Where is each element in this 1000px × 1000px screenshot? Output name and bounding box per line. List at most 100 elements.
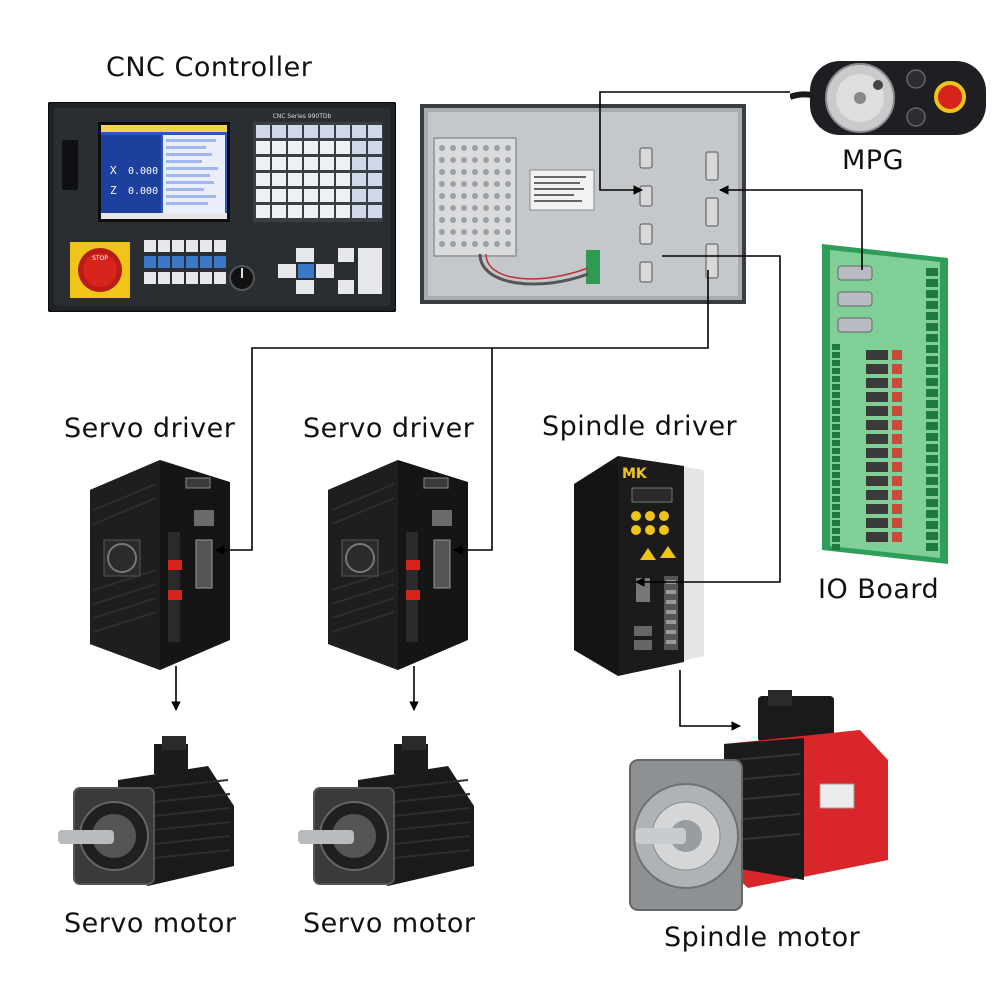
psu-vent (450, 145, 456, 151)
terminal (926, 499, 938, 507)
terminal (926, 488, 938, 496)
terminal (926, 301, 938, 309)
psu-vent (461, 193, 467, 199)
keypad-key (272, 157, 286, 170)
readout-z-axis: Z (110, 184, 117, 197)
psu-vent (494, 205, 500, 211)
terminal (926, 466, 938, 474)
wire-mpg-to-controller (599, 91, 790, 195)
terminal (926, 532, 938, 540)
psu-vent (439, 241, 445, 247)
servo-display-1 (185, 477, 211, 489)
function-key (200, 256, 212, 268)
mpg-axis-knob (906, 69, 926, 89)
terminal (926, 268, 938, 276)
servo-driver-2 (328, 460, 468, 670)
jog-arrow-pad (278, 248, 382, 294)
relay (866, 406, 888, 416)
relay (866, 490, 888, 500)
relay (866, 462, 888, 472)
keypad-key (304, 125, 318, 138)
keypad-key (368, 189, 382, 202)
terminal (832, 472, 840, 478)
relay (866, 434, 888, 444)
terminal (832, 496, 840, 502)
keypad-key (272, 125, 286, 138)
function-key (144, 256, 156, 268)
psu-vent (505, 169, 511, 175)
relay-led (892, 462, 902, 472)
psu-vent (439, 157, 445, 163)
terminal (832, 488, 840, 494)
function-key (172, 256, 184, 268)
terminal (832, 400, 840, 406)
psu-vent (472, 181, 478, 187)
relay-led (892, 448, 902, 458)
function-key (214, 256, 226, 268)
terminal (832, 344, 840, 350)
psu-vent (505, 193, 511, 199)
keypad-key (272, 141, 286, 154)
psu-vent (472, 169, 478, 175)
emergency-stop-button: STOP (70, 242, 130, 298)
psu-vent (505, 145, 511, 151)
relay-led (892, 406, 902, 416)
psu-vent (483, 181, 489, 187)
terminal (832, 408, 840, 414)
relay-led (892, 532, 902, 542)
keypad-key (336, 157, 350, 170)
psu-vent (461, 241, 467, 247)
servo-io-port-2 (433, 539, 451, 589)
terminal (926, 543, 938, 551)
keypad-key (288, 141, 302, 154)
function-key (144, 272, 156, 284)
keypad-key (288, 173, 302, 186)
keypad-key (368, 205, 382, 218)
warning-triangle-2 (660, 546, 676, 558)
psu-vent (450, 157, 456, 163)
psu-vent (472, 241, 478, 247)
keypad-key (368, 173, 382, 186)
psu-vent (461, 205, 467, 211)
warning-triangle-1 (640, 548, 656, 560)
spindle-motor-shaft (636, 828, 686, 844)
io-db-connector-2 (837, 291, 873, 307)
psu-vent (439, 145, 445, 151)
relay (866, 378, 888, 388)
terminal (832, 520, 840, 526)
function-key (144, 240, 156, 252)
psu-vent (472, 157, 478, 163)
db-connector (639, 185, 653, 207)
db-connector (705, 197, 719, 227)
terminal (926, 477, 938, 485)
servo-motor-shaft-1 (58, 830, 114, 844)
mpg-handwheel (790, 61, 986, 135)
keypad-key (352, 125, 366, 138)
keypad-key (352, 173, 366, 186)
db-connector (639, 223, 653, 245)
keypad-key (336, 205, 350, 218)
servo-motor-shaft-2 (298, 830, 354, 844)
relay (866, 476, 888, 486)
relay-led (892, 378, 902, 388)
relay (866, 518, 888, 528)
psu-vent (439, 169, 445, 175)
relay-led (892, 476, 902, 486)
psu-vent (450, 241, 456, 247)
terminal (926, 323, 938, 331)
psu-vent (450, 229, 456, 235)
terminal (926, 455, 938, 463)
servo-motor-2 (298, 736, 474, 886)
keypad-key (336, 189, 350, 202)
keypad-key (320, 125, 334, 138)
keypad-key (256, 157, 270, 170)
mpg-step-knob (906, 107, 926, 127)
psu-vent (483, 229, 489, 235)
relay-led (892, 490, 902, 500)
keypad-key (272, 189, 286, 202)
psu-vent (494, 241, 500, 247)
terminal (832, 424, 840, 430)
keypad-key (304, 189, 318, 202)
spindle-motor (629, 690, 888, 911)
